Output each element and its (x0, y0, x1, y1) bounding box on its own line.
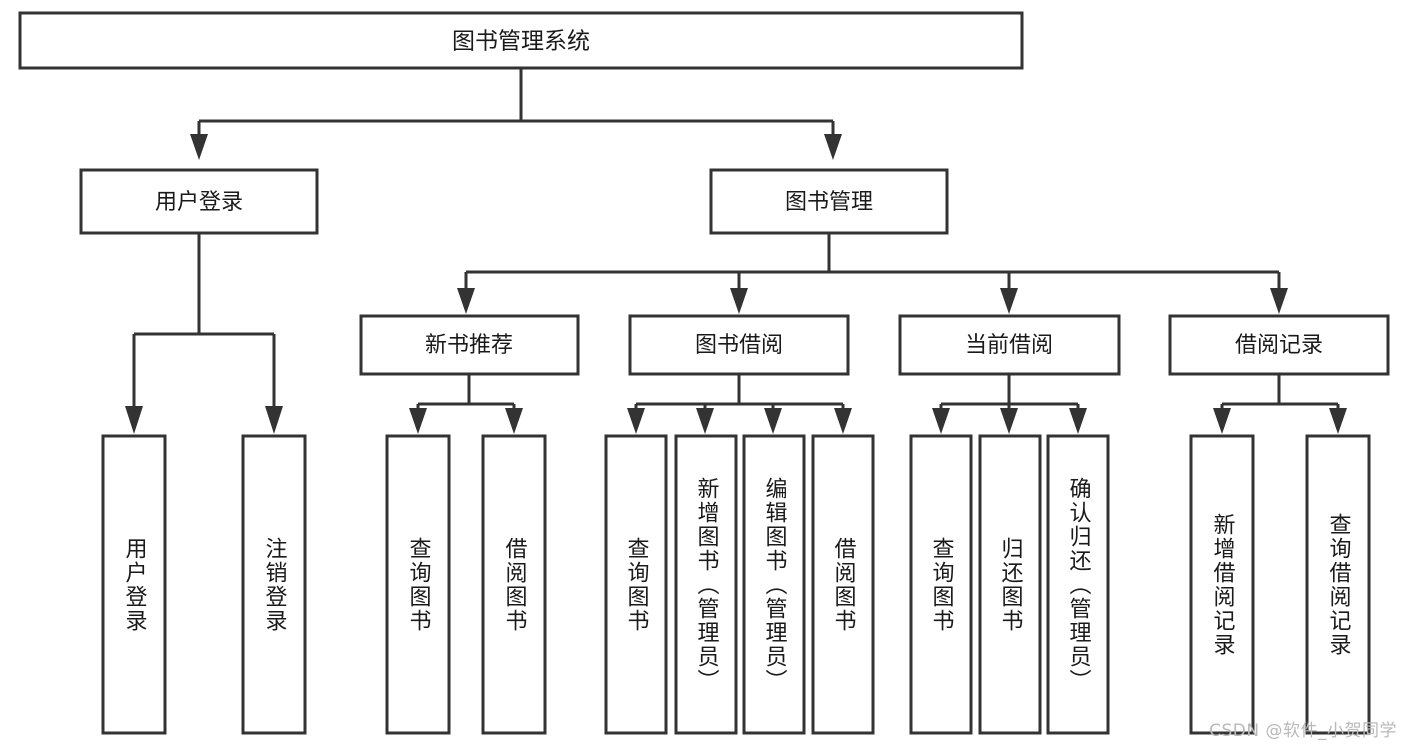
arrow-book-mgmt-to-borrow-record (1270, 288, 1288, 314)
leaf-box-book-borrow-3[interactable] (742, 434, 806, 735)
arrow-current-borrow-leaf-1 (932, 408, 950, 434)
node-book-mgmt-label: 图书管理 (785, 190, 873, 215)
node-user-login[interactable]: 用户登录 (79, 168, 319, 235)
arrow-book-mgmt-to-new-book (457, 288, 475, 314)
arrow-book-borrow-leaf-2 (696, 408, 714, 434)
leaf-box-current-borrow-2[interactable] (978, 434, 1042, 735)
node-book-borrow-box (628, 314, 850, 376)
csdn-watermark: CSDN @软件_小贺同学 (1209, 721, 1397, 741)
node-current-borrow-label: 当前借阅 (965, 333, 1053, 358)
node-new-book-box (359, 314, 580, 376)
connector-group-book-borrow (627, 374, 852, 434)
connector-group-new-book (409, 374, 523, 434)
node-title-root-box (18, 11, 1024, 70)
arrow-current-borrow-leaf-2 (1000, 408, 1018, 434)
node-book-borrow-label: 图书借阅 (695, 333, 783, 358)
node-book-mgmt[interactable]: 图书管理 (709, 168, 949, 235)
arrow-root-to-book-mgmt (824, 134, 842, 160)
connector-group-borrow-record (1213, 374, 1347, 434)
arrow-new-book-leaf-1 (409, 408, 427, 434)
node-borrow-record[interactable]: 借阅记录 (1168, 314, 1390, 376)
leaf-box-current-borrow-3[interactable] (1046, 434, 1110, 735)
connector-group-current-borrow (932, 374, 1087, 434)
arrow-root-to-user-login (190, 134, 208, 160)
leaf-box-book-borrow-4[interactable] (811, 434, 875, 735)
node-current-borrow-box (898, 314, 1121, 376)
node-new-book[interactable]: 新书推荐 (359, 314, 580, 376)
leaf-box-borrow-record-2[interactable] (1305, 434, 1371, 735)
leaf-box-book-borrow-2[interactable] (674, 434, 738, 735)
node-user-login-label: 用户登录 (155, 190, 243, 215)
node-title-root[interactable]: 图书管理系统 (18, 11, 1024, 70)
leaf-box-new-book-1[interactable] (385, 434, 451, 735)
arrow-borrow-record-leaf-2 (1329, 408, 1347, 434)
leaf-box-borrow-record-1[interactable] (1189, 434, 1255, 735)
node-user-login-box (79, 168, 319, 235)
node-current-borrow[interactable]: 当前借阅 (898, 314, 1121, 376)
connector-group-book-mgmt (457, 233, 1288, 314)
node-borrow-record-label: 借阅记录 (1235, 333, 1323, 358)
arrow-current-borrow-leaf-3 (1069, 408, 1087, 434)
arrow-borrow-record-leaf-1 (1213, 408, 1231, 434)
arrow-new-book-leaf-2 (505, 408, 523, 434)
leaf-box-current-borrow-1[interactable] (909, 434, 973, 735)
arrow-book-borrow-leaf-3 (764, 408, 782, 434)
arrow-user-login-leaf-2 (265, 406, 283, 434)
node-book-borrow[interactable]: 图书借阅 (628, 314, 850, 376)
node-borrow-record-box (1168, 314, 1390, 376)
arrow-book-borrow-leaf-4 (834, 408, 852, 434)
node-new-book-label: 新书推荐 (425, 333, 513, 358)
connector-group-user-login (125, 233, 283, 434)
leaf-box-new-book-2[interactable] (481, 434, 547, 735)
leaf-box-user-login-1[interactable] (101, 434, 167, 735)
node-title-root-label: 图书管理系统 (452, 29, 590, 55)
arrow-book-mgmt-to-current-borrow (1000, 288, 1018, 314)
connector-group-root (190, 68, 842, 160)
node-book-mgmt-box (709, 168, 949, 235)
arrow-book-borrow-leaf-1 (627, 408, 645, 434)
leaf-box-user-login-2[interactable] (241, 434, 307, 735)
arrow-book-mgmt-to-book-borrow (730, 288, 748, 314)
arrow-user-login-leaf-1 (125, 406, 143, 434)
leaf-box-book-borrow-1[interactable] (604, 434, 668, 735)
